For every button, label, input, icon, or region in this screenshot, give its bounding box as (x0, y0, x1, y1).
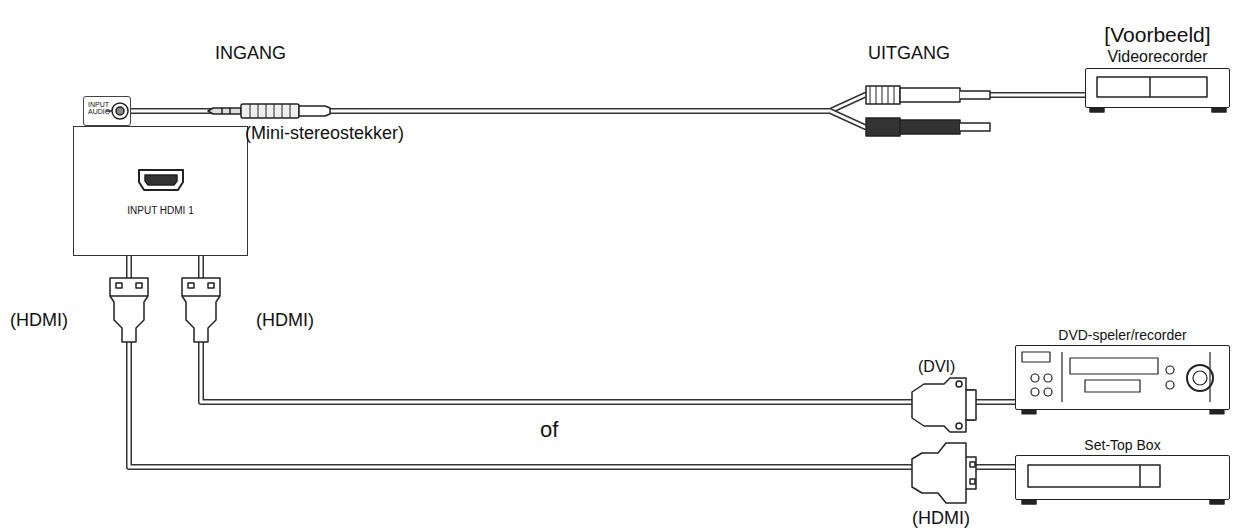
hdmi-port (139, 170, 183, 190)
vcr-device: [Voorbeeld]Videorecorder (1085, 68, 1230, 108)
dvd-device: DVD-speler/recorder (1015, 345, 1230, 410)
hdmi-input-panel: INPUT HDMI 1 (73, 126, 248, 256)
port-label: UITGANG (868, 43, 950, 64)
device-caption: DVD-speler/recorder (1058, 327, 1186, 343)
port-name: INPUT AUDIO (88, 101, 112, 115)
hdmi-plug (912, 443, 976, 503)
audio-jack (112, 103, 128, 119)
rca-plug (866, 118, 990, 136)
plug-label: (HDMI) (10, 310, 68, 331)
plug-label: (Mini-stereostekker) (245, 123, 404, 144)
audio-input-panel: INPUT AUDIO (83, 96, 131, 126)
audio-jack-hole (116, 107, 124, 115)
plug-label: (DVI) (918, 358, 955, 376)
settopbox-device: Set-Top Box (1015, 455, 1230, 500)
separator-word: of (540, 417, 558, 443)
plug-label: (HDMI) (256, 310, 314, 331)
dvi-connector (912, 378, 976, 432)
hdmi-plug (110, 278, 148, 342)
device-name: Videorecorder (1104, 48, 1210, 66)
rca-plug (866, 86, 990, 104)
vcr-detail (1090, 77, 1226, 112)
mini-stereo-plug (208, 104, 330, 118)
port-name: INPUT HDMI 1 (74, 205, 247, 217)
device-name: DVD-speler/recorder (1058, 327, 1186, 343)
stb-detail (1022, 465, 1224, 504)
device-caption: Set-Top Box (1084, 437, 1160, 453)
cable (201, 256, 1015, 402)
dvd-detail (1022, 352, 1224, 414)
plug-label: (HDMI) (912, 508, 970, 529)
port-label: INGANG (215, 43, 286, 64)
hdmi-plug (182, 278, 220, 342)
example-heading: [Voorbeeld] (1104, 23, 1210, 47)
device-name: Set-Top Box (1084, 437, 1160, 453)
cable (129, 256, 1015, 467)
device-caption: [Voorbeeld]Videorecorder (1104, 23, 1210, 66)
